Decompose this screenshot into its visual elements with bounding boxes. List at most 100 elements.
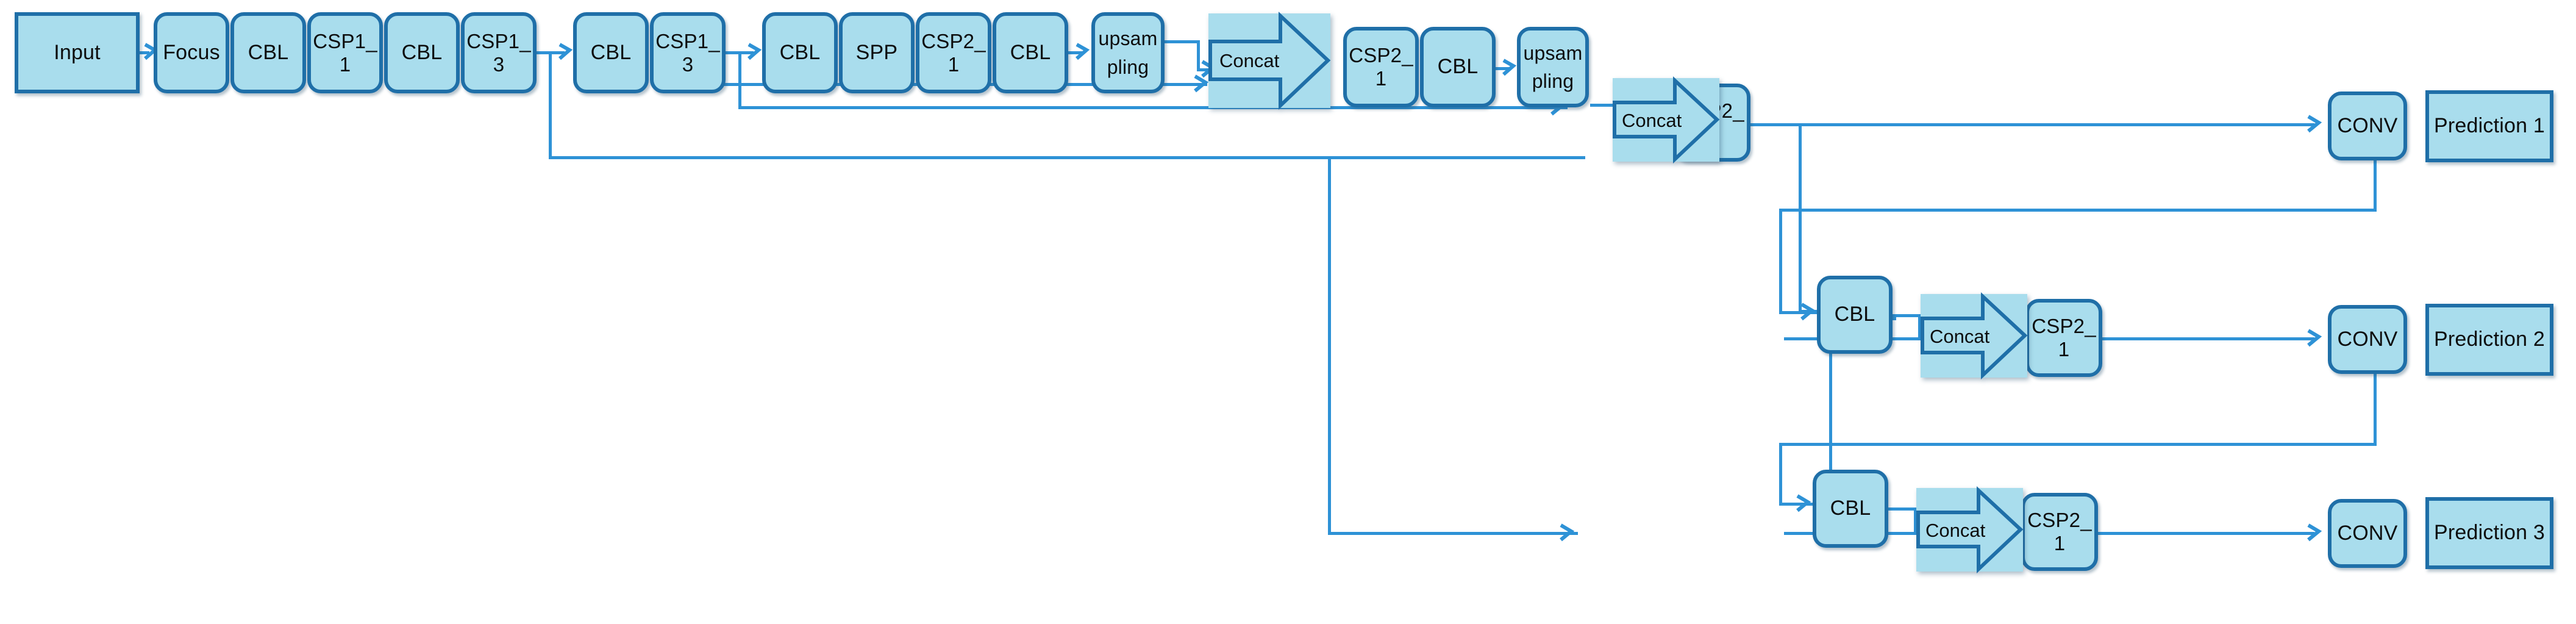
edge-upsample1-into-concat1 xyxy=(1197,68,1211,71)
edge-csp21d-branch-down xyxy=(1829,337,1832,505)
arrowhead-skipline-concat1 xyxy=(1194,74,1209,94)
node-label: CSP2_1 xyxy=(1349,44,1413,90)
concat-arrow-shape xyxy=(1208,12,1331,110)
arrowhead-into-cbl8 xyxy=(1796,494,1811,514)
node-label: CSP2_1 xyxy=(2032,315,2096,360)
concat-2[interactable]: Concat xyxy=(1613,76,1720,163)
edge-cbl7-elbow-v xyxy=(1918,314,1921,339)
node-csp2-1-b[interactable]: CSP2_1 xyxy=(1343,27,1419,107)
node-conv-3[interactable]: CONV xyxy=(2328,499,2407,568)
node-cbl-1[interactable]: CBL xyxy=(230,12,306,93)
node-label: CBL xyxy=(1010,40,1051,64)
node-csp2-1-e[interactable]: CSP2_1 xyxy=(2021,493,2098,571)
edge-csp21c-to-conv1 xyxy=(1750,123,2314,126)
node-label: Prediction 2 xyxy=(2434,328,2545,351)
node-input[interactable]: Input xyxy=(15,12,140,93)
edge-cbl8-elbow-h xyxy=(1888,507,1917,511)
edge-p4-loop-top xyxy=(1779,209,2377,212)
edge-upsample1-out xyxy=(1165,40,1200,43)
node-cbl-7[interactable]: CBL xyxy=(1817,276,1893,354)
node-cbl-6[interactable]: CBL xyxy=(1420,27,1496,107)
node-conv-1[interactable]: CONV xyxy=(2328,91,2407,160)
skip-a-into-concat4 xyxy=(1328,532,1578,535)
edge-p4-loop-riser xyxy=(2374,125,2377,210)
node-spp[interactable]: SPP xyxy=(839,12,915,93)
edge-p4-loop-into-cbl7 xyxy=(1779,311,1817,314)
node-label: CBL xyxy=(1830,497,1871,520)
node-label: CSP1_1 xyxy=(313,29,377,76)
node-label: CONV xyxy=(2337,521,2398,545)
node-csp2-1-a[interactable]: CSP2_1 xyxy=(916,12,991,93)
edge-upsample2-out xyxy=(1590,104,1618,107)
concat-label: Concat xyxy=(1925,520,1986,541)
node-label: upsampling xyxy=(1098,27,1158,78)
edge-cbl5-to-upsample1 xyxy=(1068,51,1083,54)
edge-cbl8-elbow-v xyxy=(1914,507,1917,532)
skip-a-vertical-down xyxy=(549,51,552,159)
node-label: Focus xyxy=(163,40,220,64)
arrowhead-csp13b-cbl4 xyxy=(747,43,762,61)
skip-a-vertical-to-concat3 xyxy=(1328,156,1331,534)
node-prediction-3[interactable]: Prediction 3 xyxy=(2425,497,2553,569)
arrowhead-csp13a-cbl3 xyxy=(558,43,573,61)
node-csp1-1[interactable]: CSP1_1 xyxy=(307,12,383,93)
node-focus[interactable]: Focus xyxy=(154,12,229,93)
node-cbl-8[interactable]: CBL xyxy=(1813,470,1888,548)
node-csp2-1-d[interactable]: CSP2_1 xyxy=(2025,299,2102,377)
node-label: CBL xyxy=(779,40,821,64)
node-label: CSP2_1 xyxy=(921,29,986,76)
node-label: SPP xyxy=(855,40,898,64)
node-label: Input xyxy=(54,40,101,64)
node-label: Prediction 3 xyxy=(2434,521,2545,545)
node-label: CONV xyxy=(2337,327,2398,351)
node-cbl-2[interactable]: CBL xyxy=(384,12,460,93)
arrowhead-cbl6-upsample2 xyxy=(1502,59,1517,77)
skip-a-horizontal xyxy=(549,156,1585,159)
node-upsampling-1[interactable]: upsampling xyxy=(1091,12,1165,93)
node-label: CBL xyxy=(248,40,289,64)
concat-label: Concat xyxy=(1219,50,1280,71)
concat-4[interactable]: Concat xyxy=(1916,486,2024,573)
skip-b-vertical-down xyxy=(738,51,741,109)
concat-arrow-shape xyxy=(1921,292,2028,379)
arrowhead-cbl5-upsample1 xyxy=(1076,43,1090,61)
node-label: CBL xyxy=(1437,55,1479,79)
edge-p3-loop-into-cbl8 xyxy=(1779,503,1814,506)
edge-csp21d-branch-h xyxy=(1779,443,2377,446)
concat-label: Concat xyxy=(1930,326,1990,347)
arrowhead-csp21c-conv1 xyxy=(2307,115,2322,134)
concat-1[interactable]: Concat xyxy=(1208,12,1331,110)
edge-p3-loop-vertical xyxy=(1779,443,1782,504)
node-prediction-1[interactable]: Prediction 1 xyxy=(2425,90,2553,162)
concat-label: Concat xyxy=(1622,110,1682,131)
arrowhead-csp21d-conv2 xyxy=(2307,329,2322,348)
node-csp1-3-b[interactable]: CSP1_3 xyxy=(650,12,726,93)
node-label: CSP1_3 xyxy=(655,29,720,76)
concat-3[interactable]: Concat xyxy=(1921,292,2028,379)
node-label: CSP1_3 xyxy=(466,29,531,76)
arrowhead-skip-a-concat4 xyxy=(1560,523,1575,543)
edge-cbl6-to-upsample2 xyxy=(1496,67,1511,70)
node-conv-2[interactable]: CONV xyxy=(2328,305,2407,374)
concat-arrow-shape xyxy=(1916,486,2024,573)
node-cbl-4[interactable]: CBL xyxy=(762,12,838,93)
node-cbl-5[interactable]: CBL xyxy=(993,12,1068,93)
edge-p3-loop-riser xyxy=(2374,339,2377,444)
edge-cbl7-elbow-h xyxy=(1892,314,1921,317)
node-label: CSP2_1 xyxy=(2027,509,2092,554)
skip-b-horizontal xyxy=(738,106,1568,109)
edge-csp21c-branch-down xyxy=(1799,123,1802,312)
arrowhead-csp21e-conv3 xyxy=(2307,523,2322,543)
node-prediction-2[interactable]: Prediction 2 xyxy=(2425,304,2553,376)
node-upsampling-2[interactable]: upsampling xyxy=(1517,27,1589,107)
concat-arrow-shape xyxy=(1613,76,1720,163)
edge-input-to-focus xyxy=(140,51,149,54)
node-label: CONV xyxy=(2337,113,2398,137)
node-label: Prediction 1 xyxy=(2434,114,2545,138)
node-label: upsampling xyxy=(1523,41,1583,92)
edge-upsample1-drop xyxy=(1197,40,1200,71)
node-csp1-3-a[interactable]: CSP1_3 xyxy=(461,12,537,93)
node-cbl-3[interactable]: CBL xyxy=(573,12,649,93)
node-label: CBL xyxy=(590,40,632,64)
